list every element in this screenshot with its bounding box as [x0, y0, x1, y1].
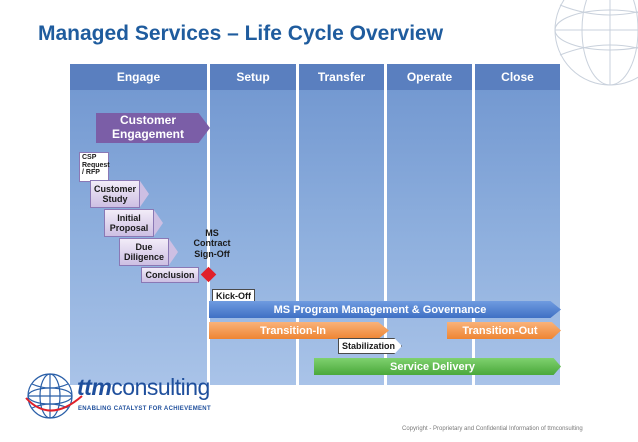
program-management-label: MS Program Management & Governance	[273, 303, 487, 316]
logo-tagline: ENABLING CATALYST FOR ACHIEVEMENT	[78, 406, 211, 412]
copyright-notice: Copyright - Proprietary and Confidential…	[402, 426, 583, 432]
step-conclusion: Conclusion	[141, 267, 199, 283]
stabilization-label: Stabilization	[338, 338, 402, 354]
kickoff-label: Kick-Off	[212, 289, 256, 303]
ttm-globe-logo-icon	[25, 373, 83, 419]
service-delivery-label: Service Delivery	[389, 360, 475, 373]
phase-header: Transfer	[299, 64, 384, 90]
transition-out-bar: Transition-Out	[447, 322, 561, 339]
step-arrow	[140, 181, 149, 207]
transition-in-label: Transition-In	[260, 324, 326, 337]
phase-header: Engage	[70, 64, 207, 90]
logo-ttm: ttm	[77, 374, 112, 400]
transition-out-label: Transition-Out	[462, 324, 538, 337]
contract-signoff-label: MS Contract Sign-Off	[193, 228, 231, 259]
phase-header: Setup	[210, 64, 296, 90]
page-title: Managed Services – Life Cycle Overview	[38, 22, 444, 45]
step-arrow	[154, 210, 163, 236]
step-customer-study: Customer Study	[90, 180, 140, 208]
phase-header: Operate	[387, 64, 472, 90]
company-logo-text: ttmconsulting	[77, 374, 210, 401]
globe-icon	[554, 0, 638, 86]
logo-consulting: consulting	[111, 374, 210, 400]
csp-request-box: CSP Request / RFP	[79, 152, 110, 182]
transition-in-bar: Transition-In	[209, 322, 389, 339]
service-delivery-bar: Service Delivery	[314, 358, 561, 375]
program-management-bar: MS Program Management & Governance	[209, 301, 561, 318]
step-arrow	[169, 239, 178, 265]
step-initial-proposal: Initial Proposal	[104, 209, 154, 237]
step-due-diligence: Due Diligence	[119, 238, 169, 266]
customer-engagement-chevron: Customer Engagement	[96, 113, 210, 143]
phase-header: Close	[475, 64, 560, 90]
